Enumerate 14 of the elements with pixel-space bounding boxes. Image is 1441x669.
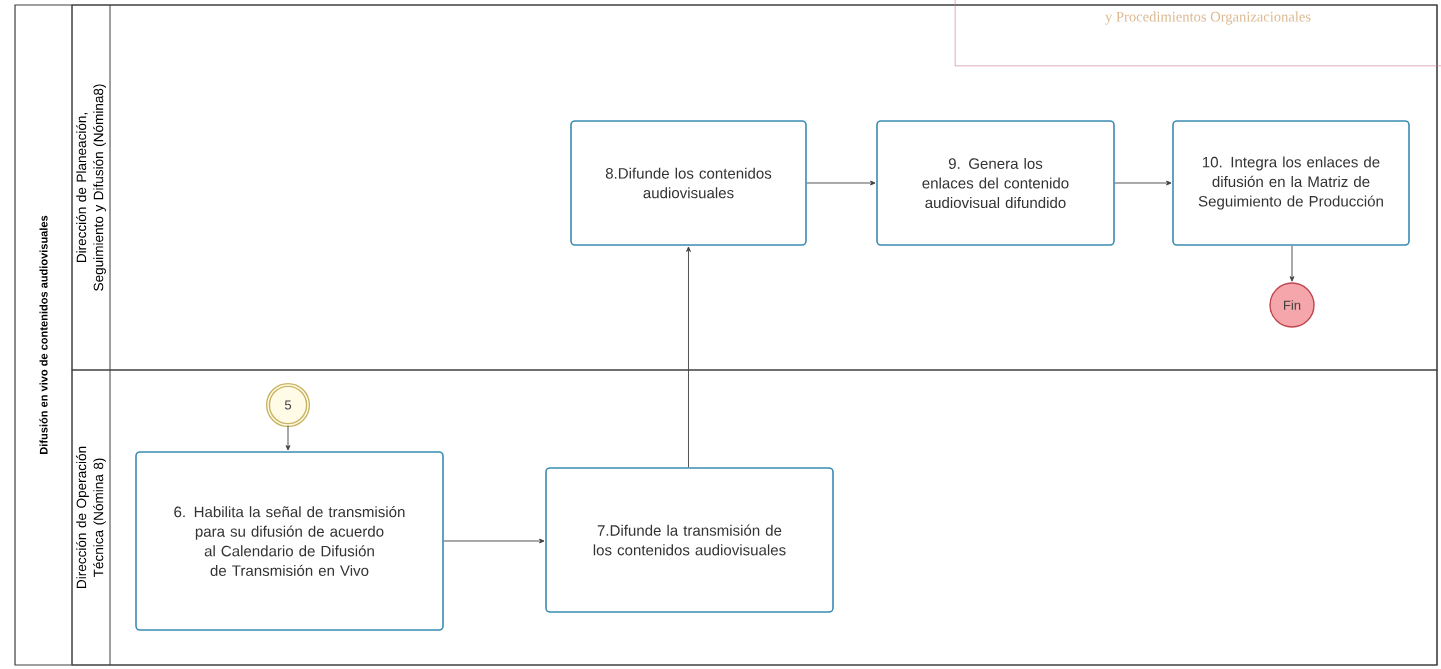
- arrow: [1114, 180, 1172, 186]
- arrow: [1289, 245, 1295, 282]
- arrow: [285, 425, 291, 451]
- task-box: 9. Genera los enlaces del contenido audiovisual difundido: [876, 120, 1115, 246]
- task-box: 8.Difunde los contenidos audiovisuales: [570, 120, 807, 246]
- task-box: 10. Integra los enlaces de difusión en la Matriz de Seguimiento de Producción: [1172, 120, 1410, 246]
- stamp-box: y Procedimientos Organizacionales: [954, 0, 1441, 67]
- task-box: 6. Habilita la señal de transmisión para su difusión de acuerdo al Calendario de Difusión de Transmisión en Vivo: [135, 451, 444, 631]
- task-box: 7.Difunde la transmisión de los contenidos audiovisuales: [545, 467, 834, 613]
- end-event: Fin: [1269, 282, 1315, 328]
- arrow: [443, 538, 545, 544]
- link-event: 5: [265, 382, 311, 428]
- arrow: [686, 246, 691, 468]
- arrow: [806, 180, 876, 186]
